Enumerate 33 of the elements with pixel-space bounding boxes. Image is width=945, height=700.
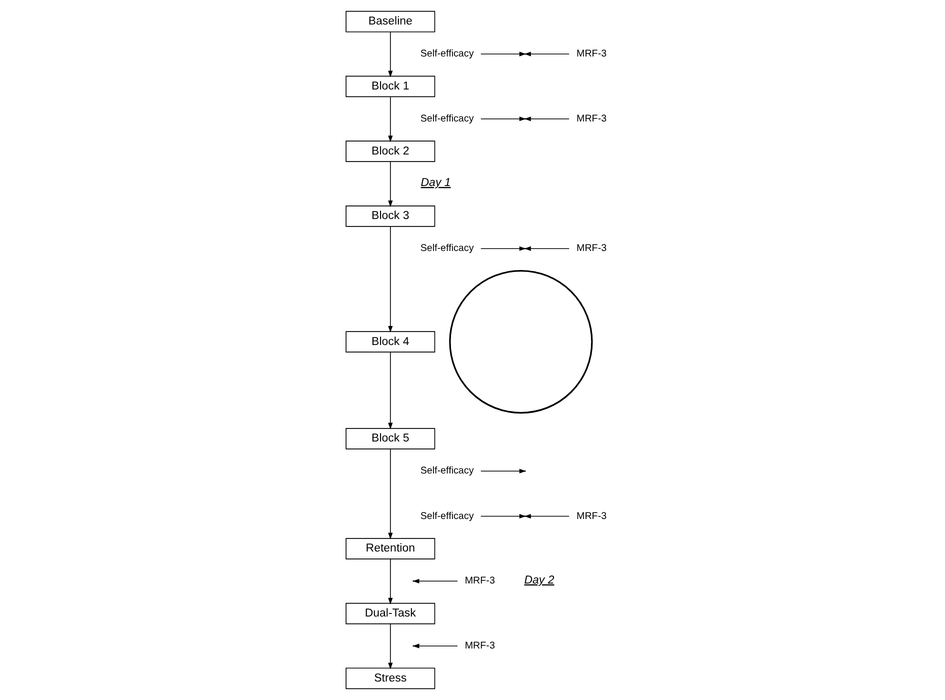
node-box: Block 3 (346, 206, 436, 227)
arrow (388, 96, 393, 142)
node-text: Self-efficacy (420, 113, 474, 124)
node-circle (449, 270, 593, 414)
arrow (524, 514, 570, 519)
node-text: Self-efficacy (420, 466, 474, 477)
arrow (388, 448, 393, 540)
node-box: Baseline (346, 10, 436, 32)
node-box: Block 1 (346, 76, 436, 98)
node-text: Self-efficacy (420, 243, 474, 254)
node-text: MRF-3 (576, 113, 607, 124)
arrow (480, 514, 526, 519)
node-text: Self-efficacy (420, 510, 474, 522)
node-text: MRF-3 (576, 243, 607, 254)
node-text: MRF-3 (464, 576, 495, 587)
arrow (388, 558, 393, 604)
node-box: Block 2 (346, 140, 436, 162)
node-text: MRF-3 (576, 510, 607, 522)
node-text: MRF-3 (464, 640, 495, 652)
node-box: Stress (346, 668, 436, 690)
node-box: Block 5 (346, 428, 436, 450)
label: Day 1 (420, 176, 451, 189)
node-box: Dual-Task (346, 602, 436, 624)
node-text: MRF-3 (576, 48, 607, 60)
arrow (388, 226, 393, 333)
label: Day 2 (524, 574, 554, 586)
arrow (388, 32, 393, 78)
node-box: Retention (346, 538, 436, 560)
node-box: Block 4 (346, 331, 436, 352)
node-text: Self-efficacy (420, 48, 474, 60)
arrow (388, 624, 393, 670)
arrow (388, 352, 393, 430)
arrow (388, 161, 393, 208)
